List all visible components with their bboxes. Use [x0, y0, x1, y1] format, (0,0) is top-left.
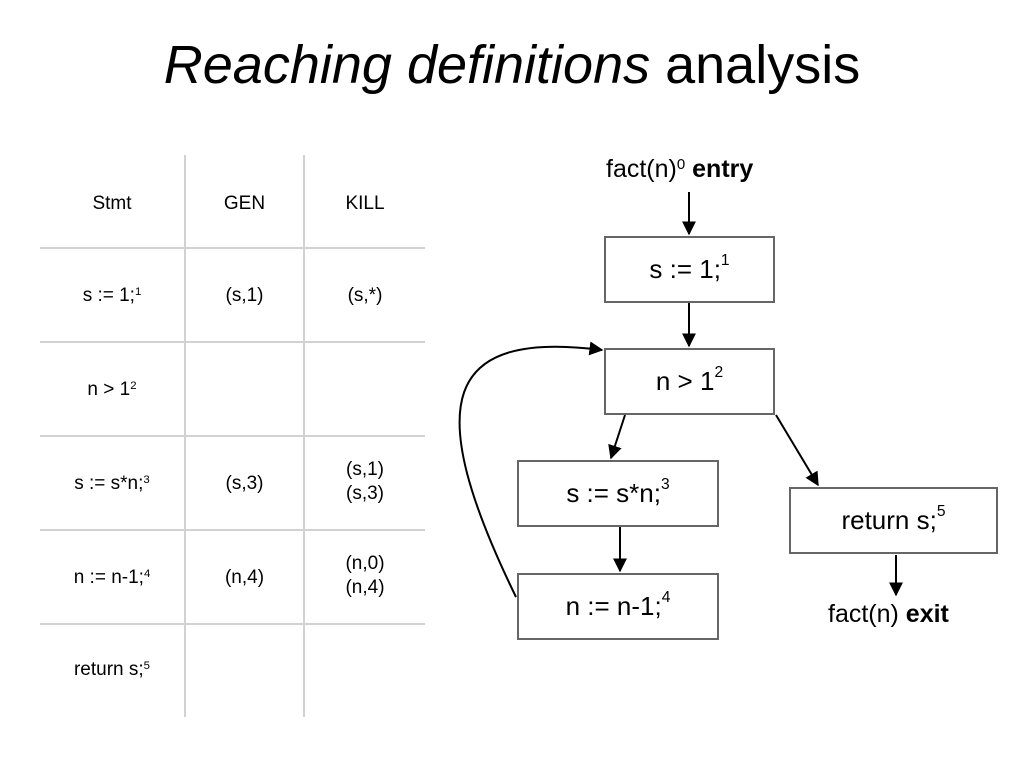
- column-header-kill: KILL: [345, 193, 385, 214]
- table-row-kill: (s,*): [347, 285, 383, 306]
- table-row-kill: (n,0)(n,4): [345, 553, 385, 598]
- table-row-gen: (s,3): [225, 473, 264, 494]
- cfg-node-1: s := 1;1: [604, 236, 775, 303]
- edge-2-to-3: [608, 414, 626, 460]
- table-divider: [40, 435, 425, 437]
- cfg-node-4: n := n-1;4: [517, 573, 719, 640]
- table-row-stmt: n := n-1;4: [73, 567, 151, 588]
- table-divider: [40, 623, 425, 625]
- cfg-node-3: s := s*n;3: [517, 460, 719, 527]
- column-header-gen: GEN: [223, 193, 266, 214]
- table-divider: [40, 247, 425, 249]
- table-row-stmt: return s;5: [73, 659, 151, 680]
- edge-2-to-5: [775, 414, 819, 487]
- title-rest: analysis: [650, 35, 861, 95]
- cfg-exit-label: fact(n) exit: [828, 600, 949, 628]
- edge-4-back-to-2: [458, 341, 604, 598]
- table-divider: [40, 529, 425, 531]
- table-row-stmt: s := s*n;3: [74, 473, 150, 494]
- title-italic: Reaching definitions: [163, 35, 651, 95]
- table-row-kill: (s,1)(s,3): [346, 459, 384, 504]
- cfg-node-5: return s;5: [789, 487, 998, 554]
- table-row-gen: (n,4): [224, 567, 265, 588]
- column-header-stmt: Stmt: [92, 193, 132, 214]
- table-divider: [40, 341, 425, 343]
- table-row-gen: (s,1): [225, 285, 264, 306]
- cfg-entry-label: fact(n)0 entry: [606, 155, 754, 183]
- table-row-stmt: s := 1;1: [82, 285, 142, 306]
- table-row-stmt: n > 12: [87, 379, 137, 400]
- page-title: Reaching definitions analysis: [0, 30, 1024, 100]
